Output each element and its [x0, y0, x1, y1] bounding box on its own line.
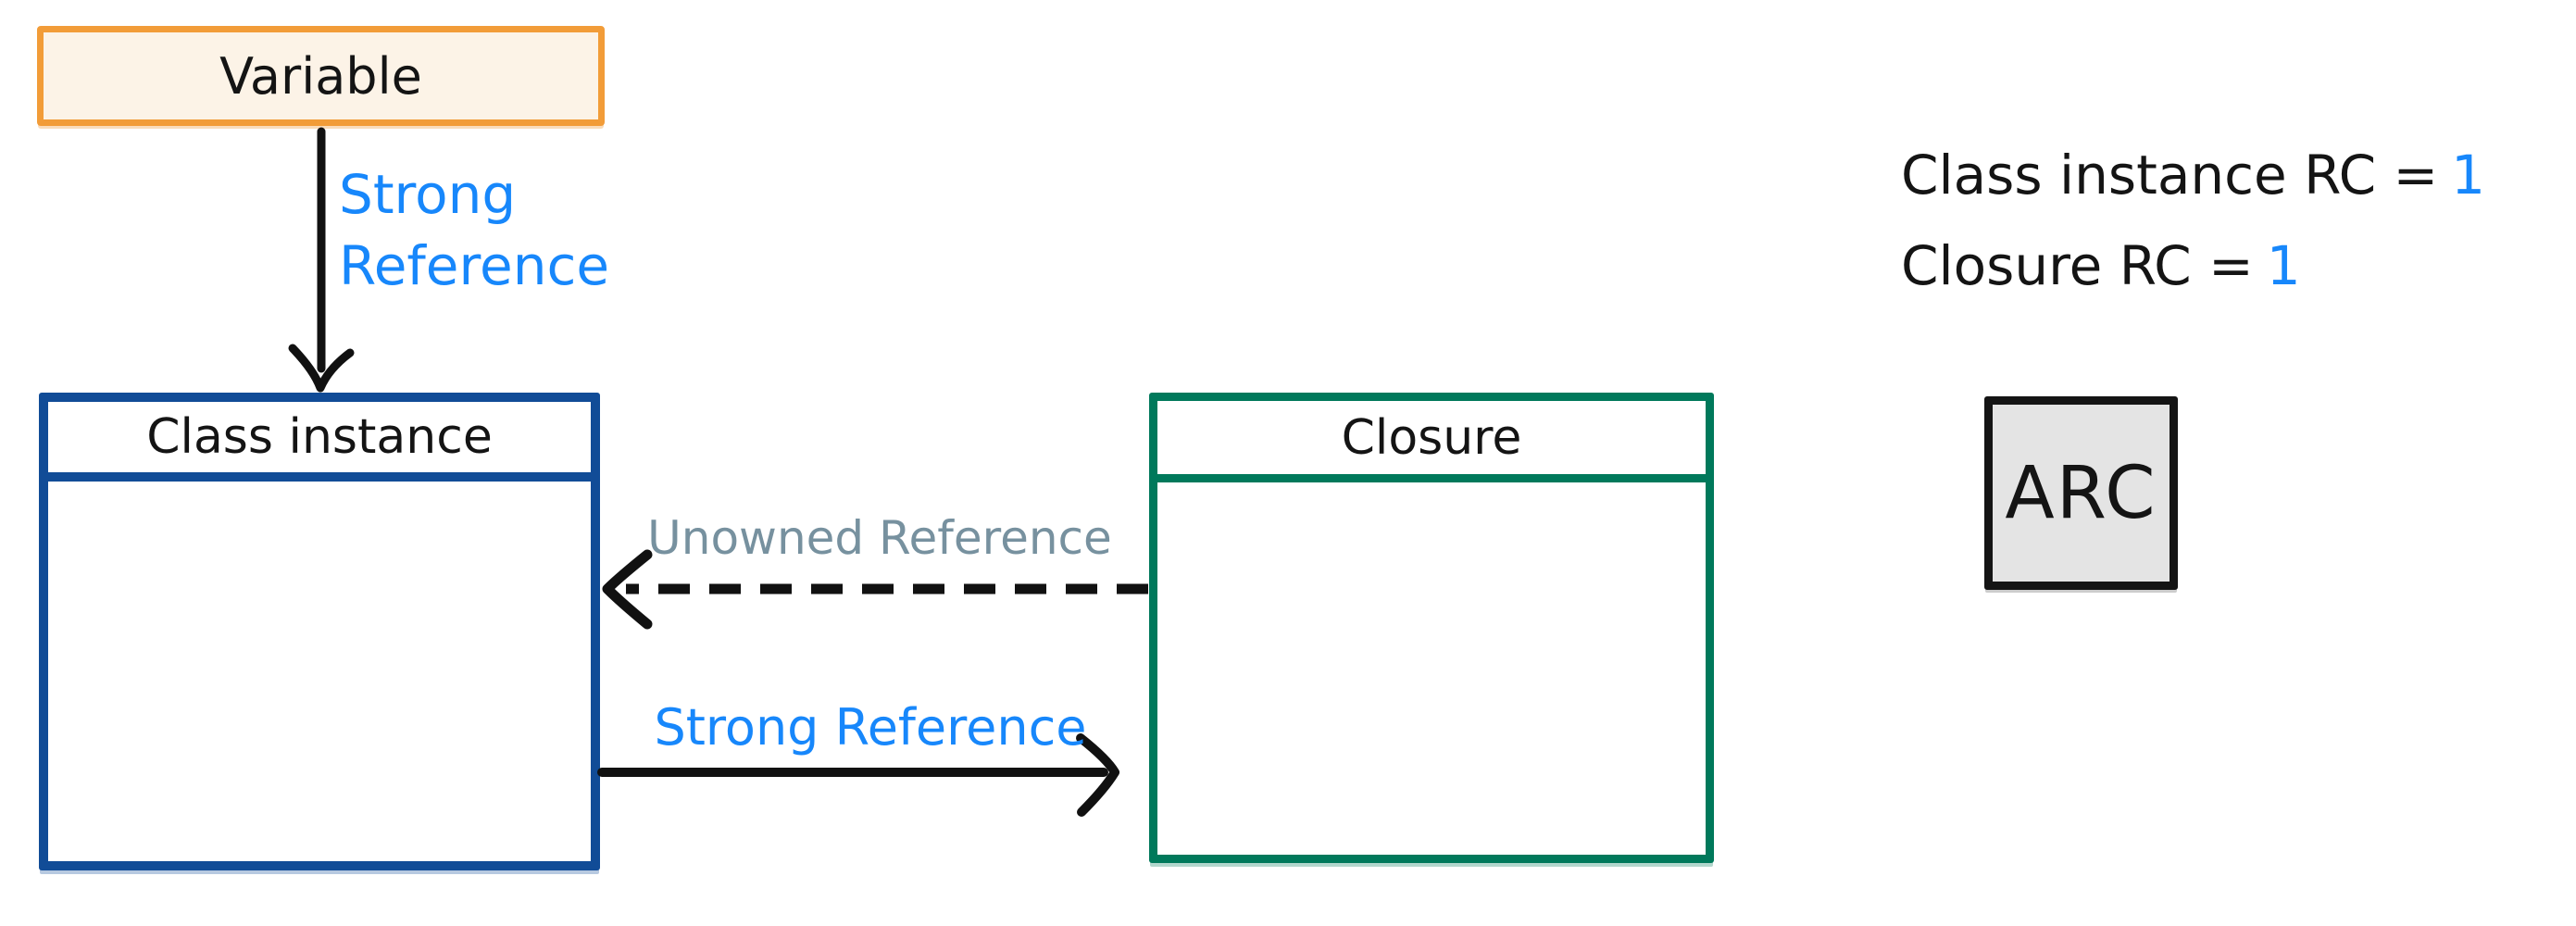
closure-box: Closure — [1149, 393, 1714, 863]
arrow-head-down-icon — [288, 344, 355, 393]
class-instance-rc-text: Class instance RC = — [1901, 144, 2439, 206]
class-instance-box-header: Class instance — [48, 402, 591, 482]
strong-reference-vertical-label-line2: Reference — [339, 234, 610, 297]
variable-box-label: Variable — [219, 46, 422, 106]
closure-box-header: Closure — [1157, 401, 1706, 482]
closure-rc-line: Closure RC =1 — [1901, 220, 2485, 311]
closure-box-label: Closure — [1341, 409, 1522, 466]
reference-count-annotations: Class instance RC =1 Closure RC =1 — [1901, 130, 2485, 311]
class-instance-rc-line: Class instance RC =1 — [1901, 130, 2485, 220]
class-instance-box: Class instance — [39, 393, 600, 870]
unowned-reference-label: Unowned Reference — [647, 511, 1112, 565]
arrow-head-left-icon — [602, 549, 653, 630]
arc-box: ARC — [1984, 396, 2178, 590]
strong-reference-horizontal-label: Strong Reference — [654, 698, 1087, 757]
class-instance-box-label: Class instance — [146, 409, 493, 465]
closure-to-class-instance-dashed-arrow — [602, 549, 1148, 630]
class-instance-box-body — [48, 482, 591, 861]
strong-reference-vertical-label-line1: Strong — [339, 163, 517, 226]
closure-box-body — [1157, 482, 1706, 855]
arc-box-label: ARC — [2005, 451, 2157, 535]
strong-reference-vertical-label: Strong Reference — [339, 159, 609, 302]
variable-box: Variable — [37, 26, 605, 126]
closure-rc-value: 1 — [2266, 234, 2301, 297]
closure-rc-text: Closure RC = — [1901, 234, 2254, 297]
class-instance-rc-value: 1 — [2451, 144, 2486, 206]
